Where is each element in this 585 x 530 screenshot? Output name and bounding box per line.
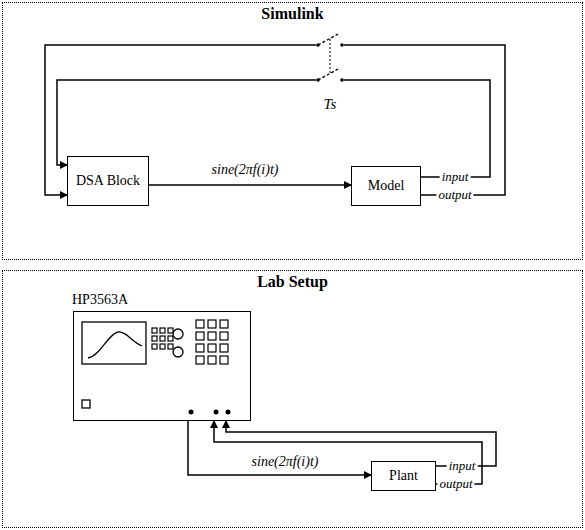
analyzer-drawing	[74, 312, 249, 419]
plant-box: Plant	[371, 461, 436, 491]
simulink-panel: SimulinkDSA Block Model	[2, 2, 583, 260]
signal-label: output	[436, 188, 473, 202]
signal-label: output	[437, 477, 474, 491]
model-box: Model	[351, 166, 421, 206]
sample-time-label: Ts	[322, 96, 339, 113]
signal-connector	[188, 421, 371, 475]
node-label: Plant	[385, 468, 422, 483]
signal-label: sine(2πf(i)t)	[210, 163, 281, 177]
signal-label: sine(2πf(i)t)	[250, 455, 321, 469]
signal-label: input	[447, 459, 478, 473]
analyzer-instrument: HP3563A	[73, 311, 251, 421]
signal-label: input	[440, 170, 471, 184]
panel-title: Lab Setup	[3, 273, 582, 291]
signal-connector	[149, 184, 351, 186]
signal-connector	[214, 421, 482, 484]
lab-setup-panel: Lab SetupHP3563APlant	[2, 270, 583, 528]
node-label: HP3563A	[72, 292, 128, 308]
panel-title: Simulink	[3, 5, 582, 23]
node-label: Model	[364, 178, 409, 193]
node-label: DSA Block	[72, 173, 144, 188]
dsa-block: DSA Block	[67, 156, 149, 206]
